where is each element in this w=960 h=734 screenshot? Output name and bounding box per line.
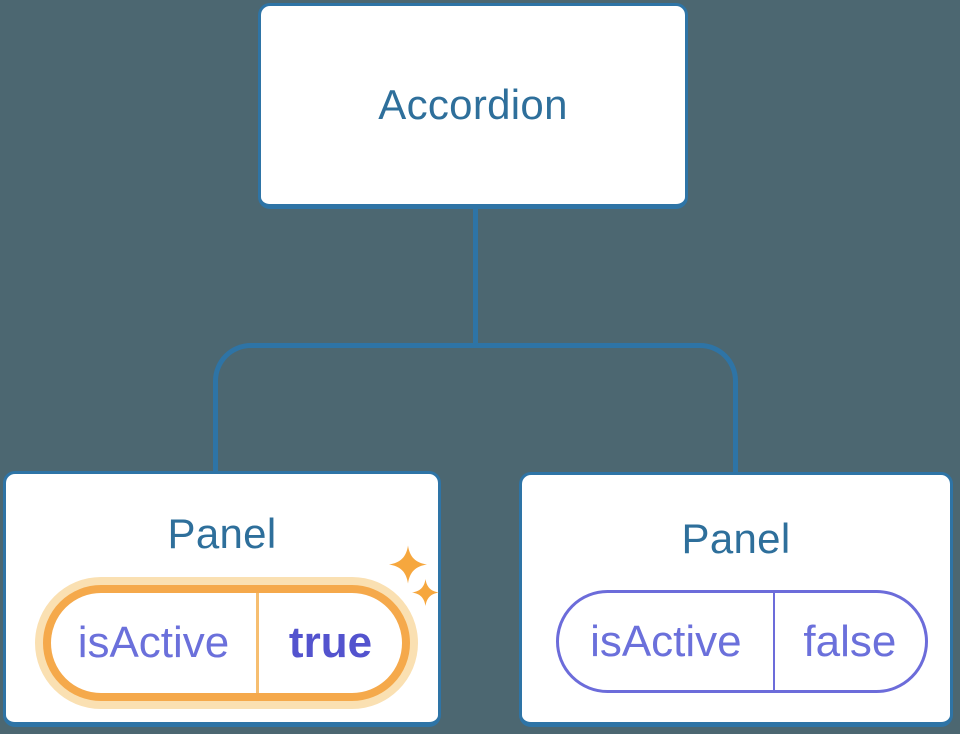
prop-value-label: false (803, 616, 897, 666)
sparkle-icon (412, 579, 439, 606)
prop-name-label: isActive (77, 618, 230, 667)
prop-name-label: isActive (590, 616, 742, 666)
panel-title: Panel (167, 510, 277, 557)
connector-stem (473, 208, 478, 345)
sparkle-icon (389, 545, 427, 584)
pill-divider (255, 593, 259, 693)
panel-node-active: Panel isActive true (3, 471, 441, 727)
prop-value-label: true (288, 618, 373, 667)
pill-divider (772, 593, 775, 690)
panel-node-inactive: Panel isActive false (519, 472, 953, 727)
panel-title: Panel (681, 515, 791, 562)
prop-pill-inactive: isActive false (556, 590, 928, 693)
connector-bracket (213, 343, 738, 472)
accordion-node: Accordion (258, 3, 688, 209)
accordion-label: Accordion (378, 81, 568, 128)
prop-pill-active: isActive true (43, 585, 410, 701)
